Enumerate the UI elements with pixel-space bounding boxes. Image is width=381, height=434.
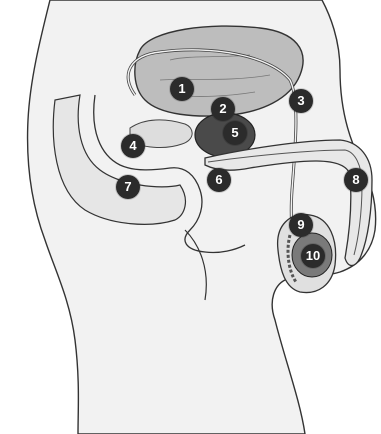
label-8-badge: 8 bbox=[344, 168, 368, 192]
label-1-badge: 1 bbox=[170, 77, 194, 101]
label-5-badge: 5 bbox=[223, 121, 247, 145]
label-10-badge: 10 bbox=[301, 244, 325, 268]
label-2-badge: 2 bbox=[211, 97, 235, 121]
label-9-badge: 9 bbox=[289, 213, 313, 237]
label-4-badge: 4 bbox=[121, 134, 145, 158]
label-3-badge: 3 bbox=[289, 89, 313, 113]
label-6-badge: 6 bbox=[207, 168, 231, 192]
label-7-badge: 7 bbox=[116, 175, 140, 199]
